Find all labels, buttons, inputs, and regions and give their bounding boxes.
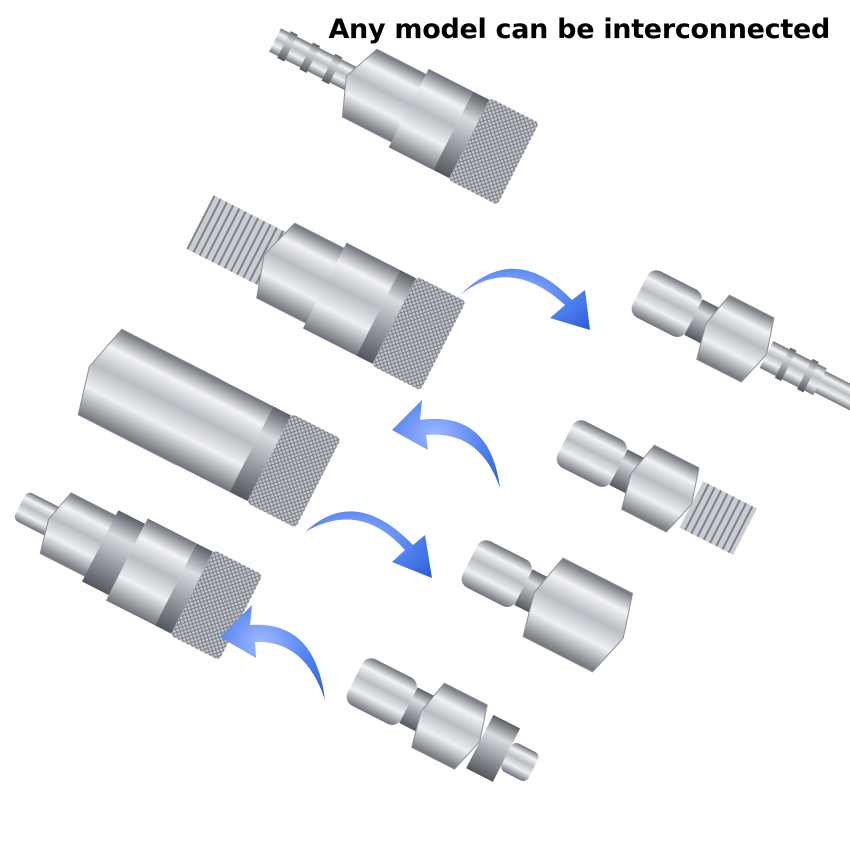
male-thread-socket <box>186 195 465 390</box>
hose-nut-socket <box>14 492 262 659</box>
barb-plug <box>631 270 850 413</box>
hose-nut-plug <box>346 658 539 782</box>
arrow-right-lower <box>305 511 432 578</box>
arrow-left-upper <box>392 400 500 488</box>
caption-text: Any model can be interconnected <box>328 14 830 45</box>
male-thread-plug <box>556 420 757 555</box>
female-thread-socket <box>77 328 340 527</box>
female-thread-plug <box>461 540 634 673</box>
arrow-right-top <box>460 268 590 330</box>
arrow-left-bottom <box>220 605 325 700</box>
barb-socket <box>269 28 538 204</box>
